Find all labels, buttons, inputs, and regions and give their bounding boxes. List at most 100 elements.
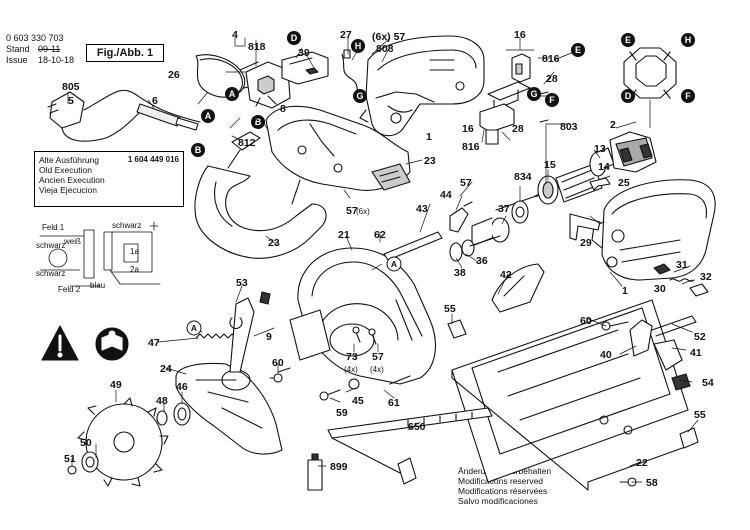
lower-guard-24 <box>175 362 283 455</box>
label-73: 73 <box>346 351 358 363</box>
field-coil-2 <box>609 131 657 173</box>
wiring-schwarz-c: schwarz <box>36 269 65 278</box>
label-37: 37 <box>498 203 510 215</box>
label-59: 59 <box>336 407 348 419</box>
part-labels: 4 818 39 27 26 805 5 6 812 7 8 (6x) 57 8… <box>62 29 714 489</box>
callout-f-1: F <box>549 95 555 105</box>
lever-53 <box>229 291 271 373</box>
saw-blade-49 <box>77 397 169 487</box>
power-cord <box>47 89 201 142</box>
label-43: 43 <box>416 203 428 215</box>
motor-housing-1 <box>359 35 485 137</box>
label-46: 46 <box>176 381 188 393</box>
label-816-mid: 816 <box>462 141 480 153</box>
label-52: 52 <box>694 331 706 343</box>
callout-g-1: G <box>356 91 363 101</box>
legend-line-de: Alte Ausführung <box>39 155 100 165</box>
label-6x57: (6x) 57 <box>372 31 405 43</box>
base-plate-22 <box>451 299 689 491</box>
wiring-labels: Feld 1 schwarz weiß schwarz schwarz Feld… <box>36 221 141 294</box>
grease-tube-899 <box>307 453 323 491</box>
label-805: 805 <box>62 81 80 93</box>
rip-fence-650 <box>327 407 493 485</box>
label-16-top: 16 <box>514 29 526 41</box>
callout-d-top: D <box>291 33 298 43</box>
terminal-ring <box>623 47 677 99</box>
note-fr: Modifications réservées <box>458 486 548 496</box>
label-25: 25 <box>618 177 630 189</box>
callout-h-ring: H <box>685 35 692 45</box>
clip-25 <box>589 177 611 191</box>
label-28-top: 28 <box>546 73 558 85</box>
callout-d-ring: D <box>625 91 632 101</box>
label-31: 31 <box>676 259 688 271</box>
label-40: 40 <box>600 349 612 361</box>
bevel-plate-42 <box>491 263 545 313</box>
spindle-43 <box>383 201 473 261</box>
label-26: 26 <box>168 69 180 81</box>
label-8: 8 <box>280 103 286 115</box>
label-38: 38 <box>454 267 466 279</box>
label-816-top: 816 <box>542 53 560 65</box>
stand-value: 09-11 <box>38 44 61 54</box>
brush-holders-16 <box>479 53 549 145</box>
label-41: 41 <box>690 347 702 359</box>
label-4: 4 <box>232 29 238 41</box>
label-4x-b: (4x) <box>370 365 384 374</box>
label-50: 50 <box>80 437 92 449</box>
label-60-right: 60 <box>580 315 592 327</box>
figure-label: Fig./Abb. 1 <box>86 44 164 62</box>
armature-803 <box>495 147 615 211</box>
issue-label: Issue <box>6 55 28 65</box>
side-handle-23 <box>194 131 327 259</box>
label-61: 61 <box>388 397 400 409</box>
label-36: 36 <box>476 255 488 267</box>
label-7: 7 <box>252 115 258 127</box>
label-42: 42 <box>500 269 512 281</box>
label-21: 21 <box>338 229 350 241</box>
switch-39 <box>281 51 329 85</box>
label-23-top: 23 <box>424 155 436 167</box>
callout-g-2: G <box>530 89 537 99</box>
label-650: 650 <box>408 421 426 433</box>
label-2: 2 <box>610 119 616 131</box>
callout-e-ring: E <box>625 35 631 45</box>
callout-a-4: A <box>191 323 197 333</box>
doc-part-number: 0 603 330 703 <box>6 33 64 43</box>
gears-36-38 <box>449 217 510 262</box>
legend-line-en: Old Execution <box>39 165 92 175</box>
label-58: 58 <box>646 477 658 489</box>
blade-guard-21 <box>297 247 436 385</box>
label-6: 6 <box>152 95 158 107</box>
label-54: 54 <box>702 377 714 389</box>
callout-f-ring: F <box>685 91 691 101</box>
callout-circles <box>186 31 695 336</box>
shield-9 <box>289 309 331 361</box>
label-5: 5 <box>68 95 74 107</box>
label-818: 818 <box>248 41 266 53</box>
label-32: 32 <box>700 271 712 283</box>
label-60-left: 60 <box>272 357 284 369</box>
switch-818 <box>245 61 291 109</box>
callout-h-top: H <box>355 41 362 51</box>
label-15: 15 <box>544 159 556 171</box>
label-16-mid: 16 <box>462 123 474 135</box>
label-57-b: 57 <box>460 177 472 189</box>
label-47: 47 <box>148 337 160 349</box>
spring-clip-29 <box>569 213 601 241</box>
callout-e-1: E <box>575 45 581 55</box>
bearing-834 <box>511 200 529 224</box>
motor-housing-right <box>591 179 716 281</box>
callout-b-1: B <box>255 117 262 127</box>
label-55-top: 55 <box>444 303 456 315</box>
label-9: 9 <box>266 331 272 343</box>
brush-set-30-32 <box>653 263 709 297</box>
label-62: 62 <box>374 229 386 241</box>
note-en: Modifications reserved <box>458 476 544 486</box>
spring-47 <box>195 333 241 339</box>
callout-a-1: A <box>229 89 236 99</box>
brush-wire-27 <box>341 49 359 97</box>
warning-triangle <box>41 325 79 361</box>
